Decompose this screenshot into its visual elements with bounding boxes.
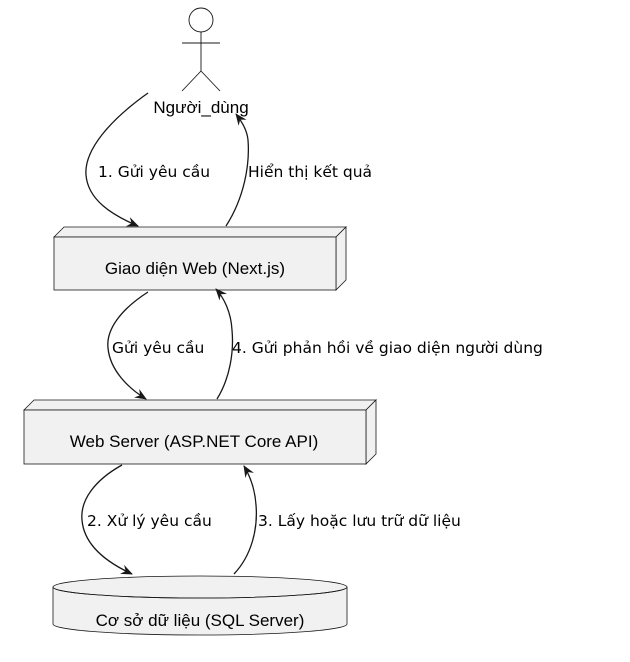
backend-node-label: Web Server (ASP.NET Core API) [70,432,318,451]
edge-frontend-to-backend [107,291,149,400]
database-node [52,575,348,636]
frontend-node-label: Giao diện Web (Next.js) [105,259,285,278]
edge-label-backend-to-frontend: 4. Gửi phản hồi về giao diện người dùng [232,339,543,357]
user-actor [181,7,221,92]
database-node-label: Cơ sở dữ liệu (SQL Server) [96,611,305,630]
edge-backend-to-frontend [215,288,234,400]
edge-backend-to-db [81,464,133,575]
edge-user-to-frontend [85,92,149,227]
edge-db-to-backend [233,465,258,575]
edge-label-frontend-to-backend: Gửi yêu cầu [112,339,204,357]
backend-node [23,399,377,465]
edge-label-db-to-backend: 3. Lấy hoặc lưu trữ dữ liệu [258,512,461,530]
edge-label-user-to-frontend: 1. Gửi yêu cầu [98,163,210,181]
edge-label-backend-to-db: 2. Xử lý yêu cầu [87,512,212,530]
user-actor-label: Người_dùng [153,98,248,117]
frontend-node [53,226,347,291]
edge-label-frontend-to-user: Hiển thị kết quả [248,163,372,181]
edge-frontend-to-user [225,113,250,227]
